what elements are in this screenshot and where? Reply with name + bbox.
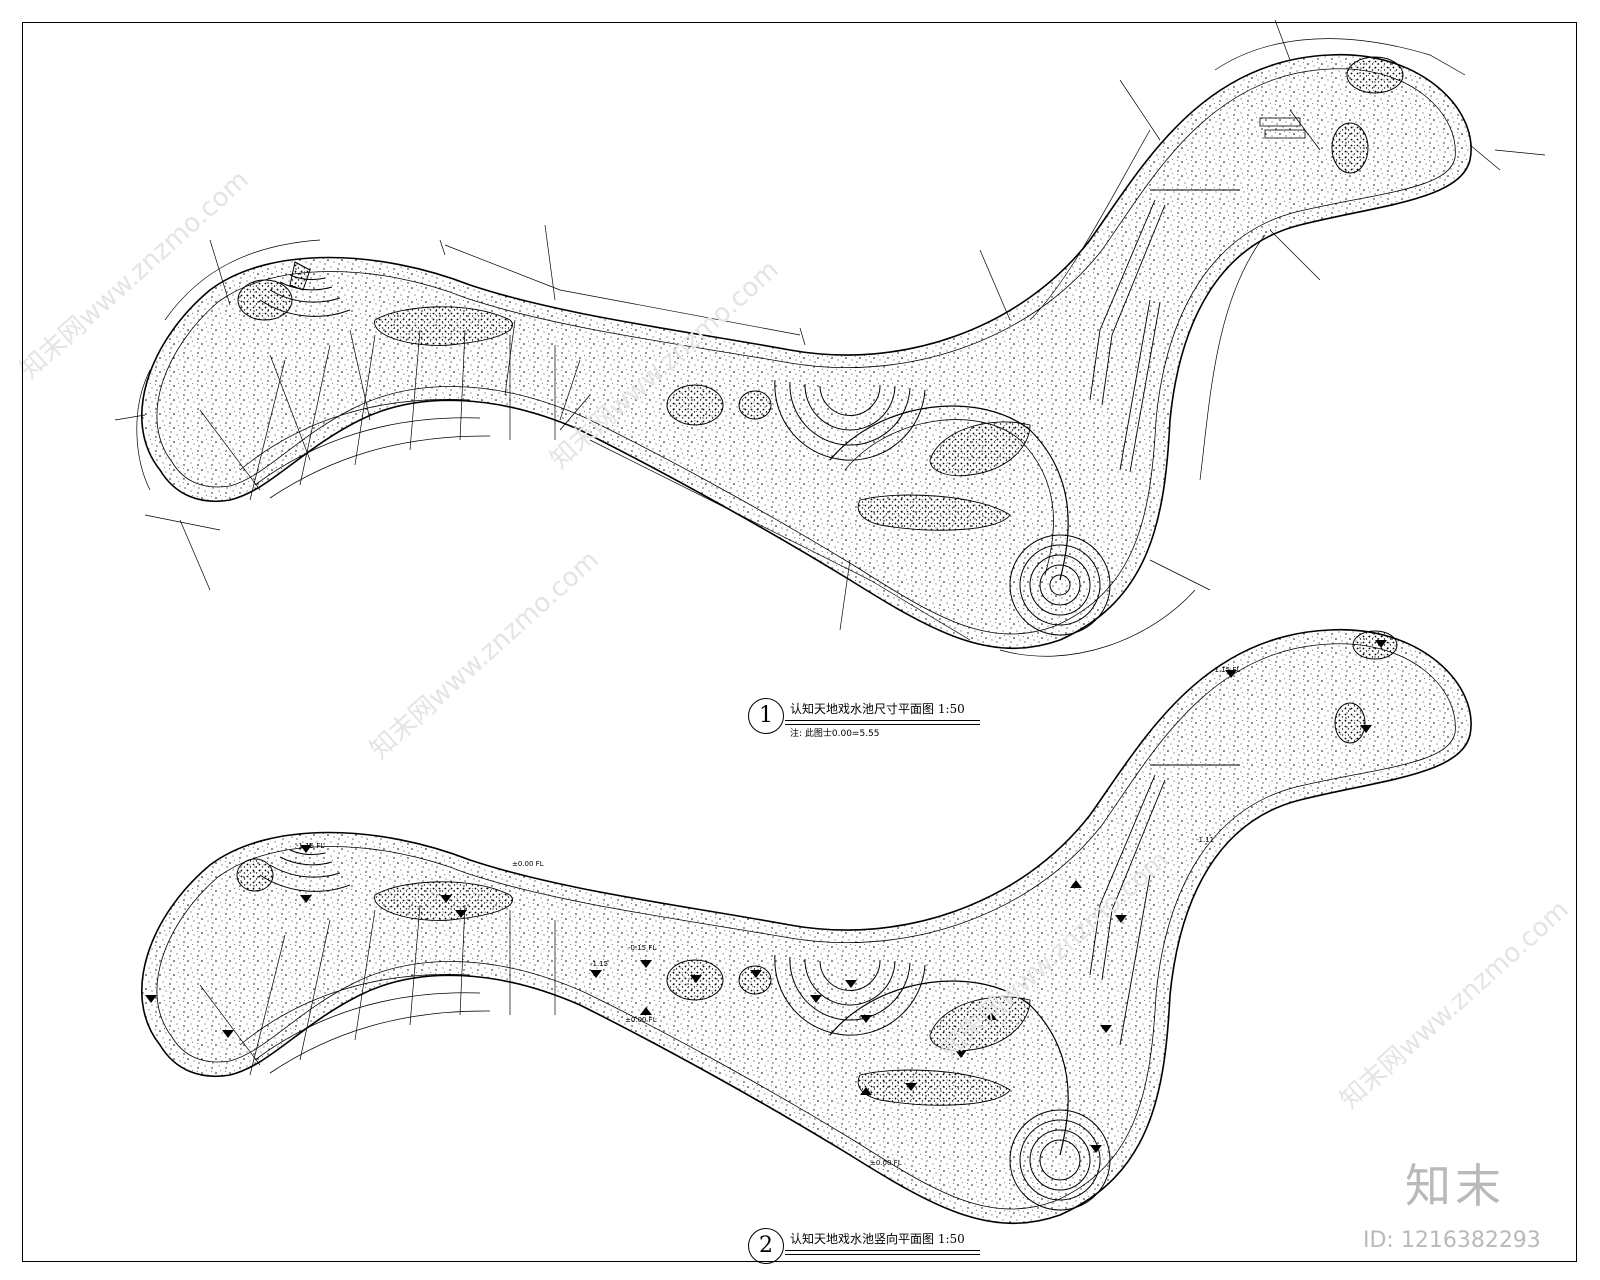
- rock-1d: [738, 390, 772, 420]
- planter-2b: [929, 996, 1031, 1052]
- pool-inner-outline-2: [156, 643, 1456, 1210]
- planter-2a: [374, 881, 513, 921]
- plan-title-text: 认知天地戏水池尺寸平面图: [790, 702, 935, 716]
- planter-1c: [857, 494, 1011, 531]
- rock-1a: [237, 279, 293, 321]
- dimension-lines-1: [136, 38, 1501, 657]
- plan-scale: 1:50: [937, 1232, 965, 1246]
- plan-2-elevation-view: [140, 629, 1472, 1225]
- plan-scale: 1:50: [937, 702, 965, 716]
- planter-1b: [929, 421, 1031, 477]
- title-underline: [785, 1250, 980, 1251]
- spiral-1: [1009, 534, 1111, 636]
- channels-1: [1089, 189, 1240, 473]
- level-label: -1.15 FL: [1212, 666, 1240, 674]
- plan-title-text: 认知天地戏水池竖向平面图: [790, 1232, 935, 1246]
- plan-number-badge-1: 1: [748, 698, 784, 734]
- level-label: -1.11: [1196, 836, 1214, 844]
- title-underline: [785, 724, 980, 725]
- level-markers-2: [145, 640, 1387, 1153]
- watermark-site: 知末网www.znzmo.com: [365, 545, 605, 765]
- level-labels: -1.15 FL ±0.00 FL -0.15 FL -1.15 ±0.00 F…: [296, 666, 1240, 1167]
- level-label: ±0.00 FL: [512, 860, 544, 868]
- pool-inner-outline-1: [156, 68, 1456, 635]
- level-label: ±0.00 FL: [870, 1159, 902, 1167]
- plan-title-2: 认知天地戏水池竖向平面图 1:50: [790, 1230, 965, 1247]
- watermark-site: 知末网www.znzmo.com: [1335, 895, 1575, 1115]
- level-label: ±0.00 FL: [625, 1016, 657, 1024]
- concentric-arcs-2b: [774, 954, 926, 1036]
- title-underline: [785, 1254, 980, 1255]
- step-radials-2: [199, 904, 556, 1076]
- rock-2e: [1352, 630, 1398, 660]
- plan-1-dimension-view: [114, 19, 1546, 657]
- level-label: -0.15 FL: [628, 944, 656, 952]
- plan-note-1: 注: 此图士0.00=5.55: [790, 729, 880, 739]
- plan-title-1: 认知天地戏水池尺寸平面图 1:50: [790, 700, 965, 717]
- level-label: -1.15: [590, 960, 608, 968]
- step-radials-1: [199, 319, 581, 501]
- planter-1a: [374, 306, 513, 346]
- rock-1f: [1331, 122, 1369, 174]
- title-underline: [785, 720, 980, 721]
- watermark-id: ID: 1216382293: [1363, 1228, 1541, 1253]
- dimension-ticks-1: [114, 19, 1546, 631]
- rock-1b: [289, 261, 311, 291]
- rock-1c: [666, 384, 724, 426]
- rock-2d: [738, 965, 772, 995]
- step-fan-1: [239, 394, 591, 499]
- plan-number-badge-2: 2: [748, 1228, 784, 1264]
- watermark-brand: 知末: [1405, 1159, 1505, 1213]
- channels-2: [1089, 764, 1240, 1046]
- level-label: -1.15 FL: [296, 842, 324, 850]
- spiral-2: [1009, 1109, 1111, 1211]
- step-fan-2: [239, 974, 491, 1074]
- rock-1e: [1346, 56, 1404, 94]
- rock-2f: [1334, 702, 1366, 744]
- pool-outline-2: [140, 629, 1472, 1225]
- fountain-1: [1259, 109, 1321, 151]
- rock-2a: [236, 858, 274, 892]
- pool-outline-1: [140, 54, 1472, 650]
